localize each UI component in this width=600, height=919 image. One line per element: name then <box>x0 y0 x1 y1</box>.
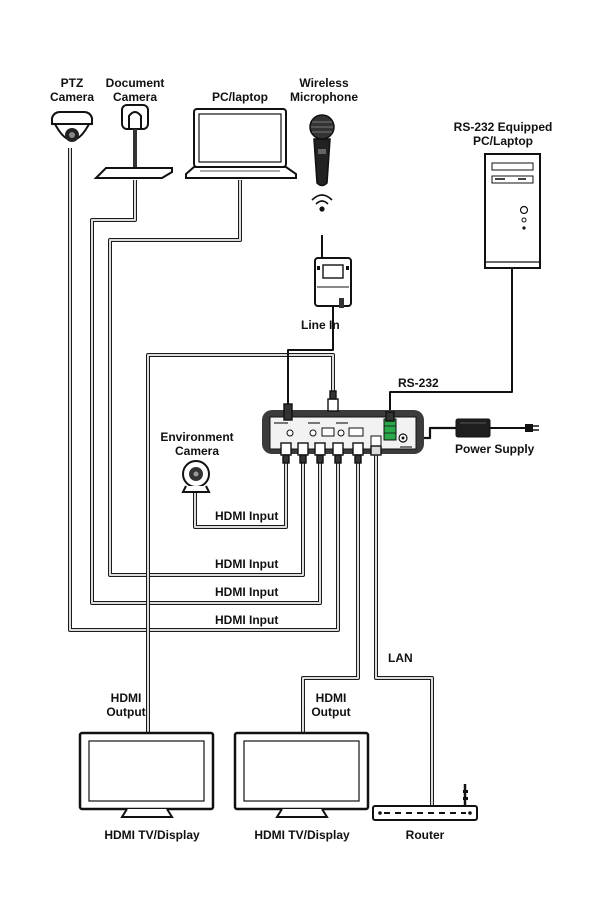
ptz-camera-label-line1: PTZ <box>60 76 84 90</box>
webcam-icon <box>181 460 211 493</box>
document-camera-label-line1: Document <box>105 76 165 90</box>
hdmi-output-left-label: HDMI Output <box>98 691 154 719</box>
hdmi-output-right-line1: HDMI <box>315 691 347 705</box>
rs232-label: RS-232 <box>398 376 439 390</box>
document-camera-icon <box>93 104 173 179</box>
cable-rs232 <box>389 268 513 420</box>
hdmi-input-4-label: HDMI Input <box>215 613 278 627</box>
cable-document-camera <box>90 180 322 605</box>
hdmi-input-2-label-text: HDMI Input <box>215 557 279 571</box>
line-in-label-text: Line In <box>301 318 340 332</box>
tv-display-right-label: HDMI TV/Display <box>242 828 362 842</box>
environment-camera-label: Environment Camera <box>154 430 240 458</box>
hdmi-output-right-label: HDMI Output <box>303 691 359 719</box>
hdmi-input-2-label: HDMI Input <box>215 557 278 571</box>
wireless-microphone-label-line2: Microphone <box>290 90 358 104</box>
rs232-pc-label-line1: RS-232 Equipped <box>453 120 553 134</box>
rs232-terminal <box>383 418 397 441</box>
power-plug-icon <box>525 424 539 432</box>
router-label: Router <box>400 828 450 842</box>
cable-ptz-camera <box>68 148 340 632</box>
pc-laptop-label-text: PC/laptop <box>212 90 268 104</box>
rs232-pc-label: RS-232 Equipped PC/Laptop <box>447 120 559 148</box>
wireless-signal-icon <box>311 194 333 212</box>
wireless-microphone-label-line1: Wireless <box>299 76 349 90</box>
hdmi-input-3-label: HDMI Input <box>215 585 278 599</box>
pc-laptop-label: PC/laptop <box>205 90 275 104</box>
rs232-label-text: RS-232 <box>398 376 439 390</box>
pc-tower-icon <box>484 153 541 269</box>
power-adapter-icon <box>455 418 491 438</box>
ptz-camera-label-line2: Camera <box>49 90 95 104</box>
cable-lan <box>374 455 434 806</box>
cable-hdmi-output-left <box>146 353 335 733</box>
lan-label: LAN <box>388 651 413 665</box>
environment-camera-label-line2: Camera <box>174 444 220 458</box>
hdmi-input-1-label-text: HDMI Input <box>215 509 279 523</box>
wireless-receiver-icon <box>314 257 352 308</box>
cables <box>68 148 525 806</box>
hdmi-output-right-line2: Output <box>311 705 351 719</box>
hdmi-input-3-label-text: HDMI Input <box>215 585 279 599</box>
cable-environment-camera <box>193 463 288 529</box>
power-supply-label-text: Power Supply <box>455 442 535 456</box>
hdmi-output-left-line2: Output <box>106 705 146 719</box>
tv-display-left-label-text: HDMI TV/Display <box>104 828 200 842</box>
hdmi-input-4-label-text: HDMI Input <box>215 613 279 627</box>
microphone-icon <box>309 114 335 187</box>
lan-label-text: LAN <box>388 651 413 665</box>
tv-display-left-label: HDMI TV/Display <box>92 828 212 842</box>
cable-pc-laptop <box>108 180 305 577</box>
connector-plugs <box>280 390 395 464</box>
line-in-label: Line In <box>301 318 340 332</box>
tv-display-right-icon <box>233 731 370 818</box>
tv-display-right-label-text: HDMI TV/Display <box>254 828 350 842</box>
wireless-microphone-label: Wireless Microphone <box>288 76 360 104</box>
laptop-icon <box>185 108 297 179</box>
cable-hdmi-output-right <box>301 463 360 733</box>
power-supply-label: Power Supply <box>455 442 534 456</box>
ptz-camera-label: PTZ Camera <box>44 76 100 104</box>
hdmi-input-1-label: HDMI Input <box>215 509 278 523</box>
cable-line-in <box>287 306 334 410</box>
hdmi-output-left-line1: HDMI <box>110 691 142 705</box>
tv-display-left-icon <box>78 731 215 818</box>
ptz-camera-icon <box>51 111 93 142</box>
router-label-text: Router <box>405 828 445 842</box>
rs232-pc-label-line2: PC/Laptop <box>473 134 533 148</box>
document-camera-label: Document Camera <box>99 76 171 104</box>
document-camera-label-line2: Camera <box>112 90 158 104</box>
router-icon <box>372 784 478 821</box>
environment-camera-label-line1: Environment <box>160 430 234 444</box>
